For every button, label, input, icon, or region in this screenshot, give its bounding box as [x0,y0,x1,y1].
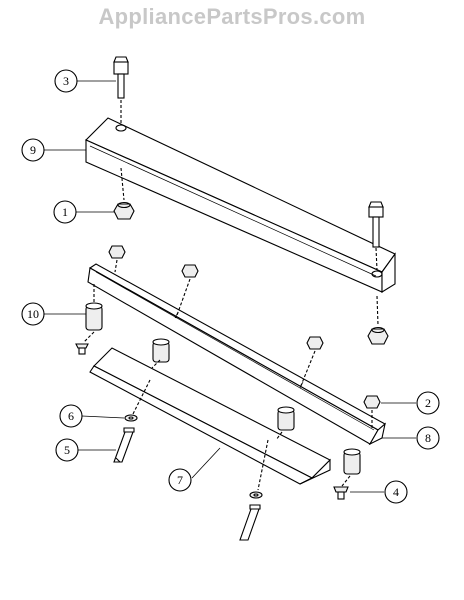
upper-bracket-part-9 [85,117,396,293]
nut-part-2-c [299,336,324,389]
nut-part-2-b [175,264,199,319]
callout-4: 4 [384,480,408,504]
callout-8: 8 [416,426,440,450]
callout-1: 1 [53,200,77,224]
callout-1-label: 1 [62,205,68,219]
spacer-part-10-d [343,448,361,475]
callout-7-label: 7 [177,473,183,487]
leader-lines [44,80,416,493]
callout-9-label: 9 [30,143,36,157]
callout-5-label: 5 [64,443,70,457]
bolt-part-3-top [113,56,129,124]
nut-part-2-d [363,395,381,428]
screw-part-4-left [75,331,95,355]
base-block-part-7 [89,347,331,485]
spacer-part-10-a [85,284,103,331]
callout-3: 3 [54,69,78,93]
watermark-text: AppliancePartsPros.com [98,4,366,29]
callout-2: 2 [416,391,440,415]
nut-part-2-a [108,245,126,273]
nut-part-1-right [367,295,389,345]
callout-6: 6 [59,404,83,428]
callout-10: 10 [21,302,45,326]
spacer-part-10-b [152,338,170,363]
callout-7: 7 [168,468,192,492]
spacer-part-10-c [277,406,295,431]
callout-9: 9 [21,138,45,162]
callout-2-label: 2 [425,396,431,410]
washer-part-6 [124,379,151,422]
callout-8-label: 8 [425,431,431,445]
callout-5: 5 [55,438,79,462]
bolt-part-3-right [368,201,384,271]
callout-10-label: 10 [27,307,39,321]
lower-rail-part-8 [87,263,386,446]
callout-3-label: 3 [63,74,69,88]
nut-part-1 [113,167,135,220]
washer-part-6-b [249,439,269,499]
screw-part-5-right [239,504,261,541]
screw-part-5-left [113,427,135,463]
callout-4-label: 4 [393,485,399,499]
screw-part-4-right [333,475,351,500]
callout-6-label: 6 [68,409,74,423]
